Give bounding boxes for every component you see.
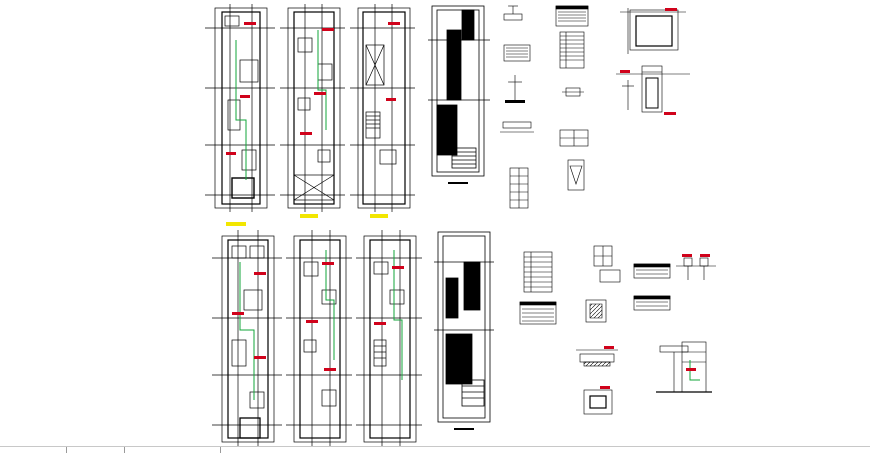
floor-plan-bottom-1 — [212, 230, 282, 446]
elevation-top — [428, 5, 490, 184]
detail-group-top-left — [500, 5, 534, 209]
detail-group-top-right — [616, 8, 690, 115]
floor-plan-top-2 — [280, 4, 345, 218]
floor-plan-top-1 — [205, 4, 275, 226]
detail-group-top-mid — [559, 87, 589, 191]
legend-table-top-2 — [559, 31, 585, 69]
legend-table-bottom-3 — [633, 263, 671, 279]
status-bar — [0, 446, 870, 453]
legend-table-bottom-1 — [523, 251, 553, 293]
status-tick — [220, 447, 221, 453]
elevation-bottom — [434, 231, 494, 430]
floor-plan-bottom-2 — [286, 230, 352, 446]
floor-plan-top-3 — [350, 4, 415, 218]
status-tick — [124, 447, 125, 453]
detail-group-bottom-mid — [576, 245, 621, 415]
legend-table-bottom-4 — [633, 295, 671, 311]
legend-table-top-1 — [555, 5, 589, 27]
status-tick — [66, 447, 67, 453]
detail-group-bottom-right — [656, 254, 716, 393]
legend-table-bottom-2 — [519, 301, 557, 325]
floor-plan-bottom-3 — [356, 230, 422, 446]
